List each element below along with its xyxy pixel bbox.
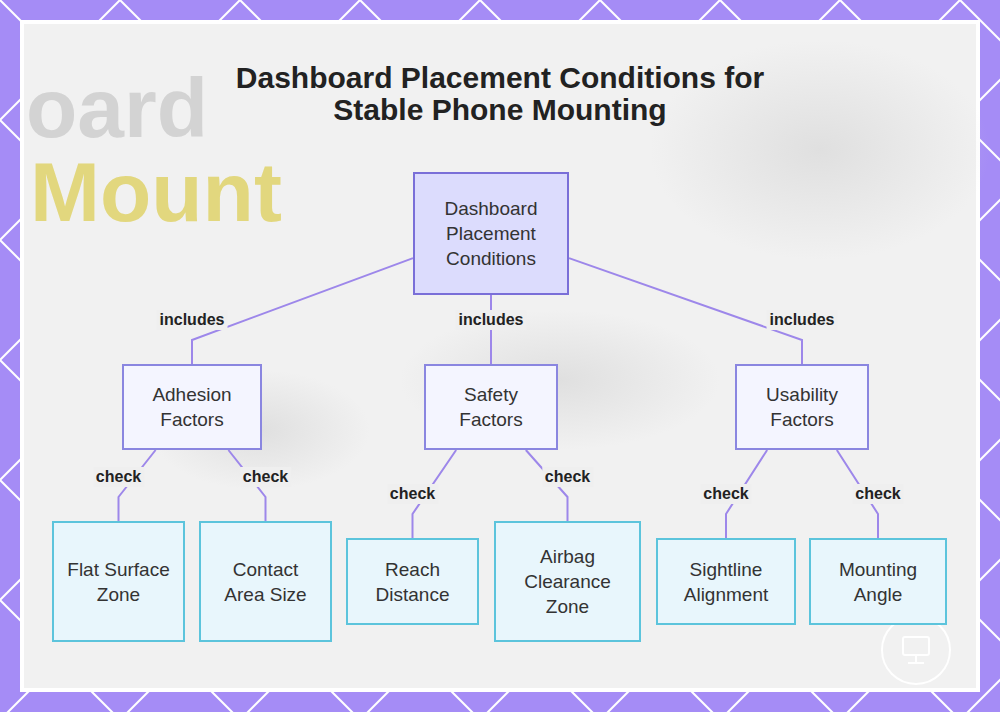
factor-box: Contact Area Size	[199, 521, 332, 642]
edge-label: check	[93, 467, 144, 487]
edge-label: check	[387, 484, 438, 504]
node-label: Airbag Clearance Zone	[506, 544, 629, 619]
category-box: Usability Factors	[735, 364, 869, 450]
node-label: Sightline Alignment	[668, 557, 784, 607]
node-label: Contact Area Size	[211, 557, 320, 607]
factor-box: Reach Distance	[346, 538, 479, 625]
edge-label: check	[852, 484, 903, 504]
edge-label: includes	[456, 310, 527, 330]
node-label: Dashboard Placement Conditions	[425, 196, 557, 271]
edge-label: check	[542, 467, 593, 487]
factor-box: Mounting Angle	[809, 538, 947, 625]
diagram-title: Dashboard Placement Conditions for Stabl…	[200, 62, 800, 126]
background-text: oard	[26, 66, 208, 150]
node-label: Reach Distance	[358, 557, 467, 607]
edge-label: includes	[767, 310, 838, 330]
logo-badge	[882, 616, 950, 684]
edge-label: check	[700, 484, 751, 504]
node-label: Safety Factors	[436, 382, 546, 432]
factor-box: Airbag Clearance Zone	[494, 521, 641, 642]
edge-label: includes	[157, 310, 228, 330]
node-label: Mounting Angle	[821, 557, 935, 607]
background-text: Mount	[30, 150, 282, 234]
node-label: Adhesion Factors	[134, 382, 250, 432]
node-label: Usability Factors	[747, 382, 857, 432]
node-label: Flat Surface Zone	[64, 557, 173, 607]
factor-box: Sightline Alignment	[656, 538, 796, 625]
category-box: Adhesion Factors	[122, 364, 262, 450]
category-box: Safety Factors	[424, 364, 558, 450]
edge-label: check	[240, 467, 291, 487]
root-box: Dashboard Placement Conditions	[413, 172, 569, 295]
factor-box: Flat Surface Zone	[52, 521, 185, 642]
